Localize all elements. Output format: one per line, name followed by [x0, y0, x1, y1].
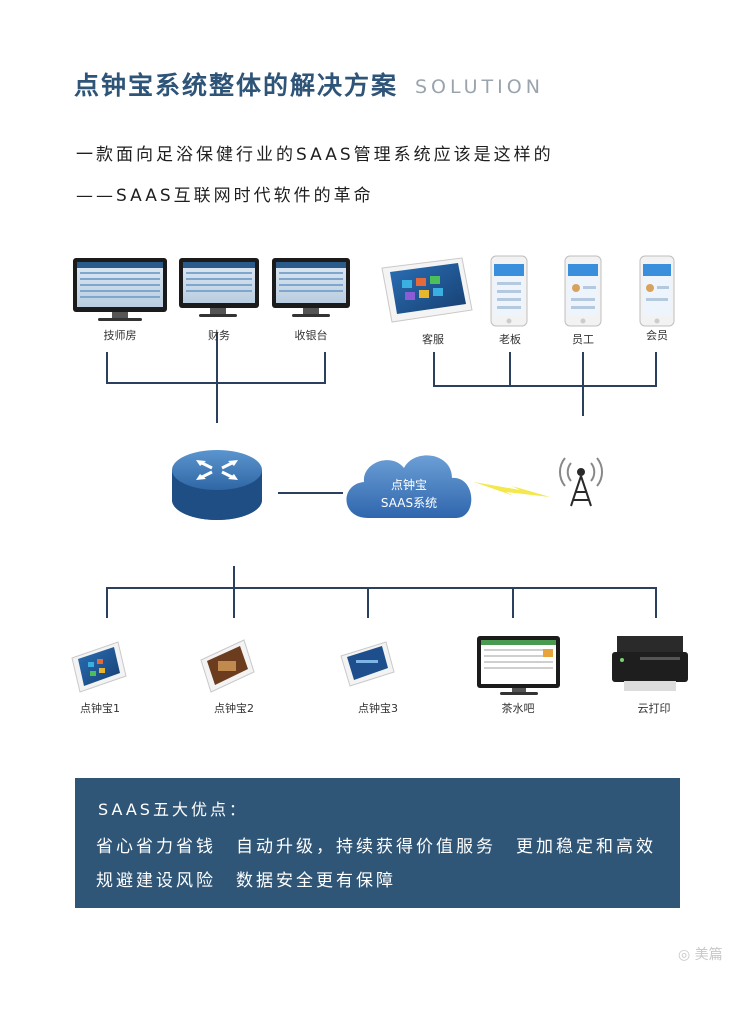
printer-icon	[612, 636, 688, 691]
tablet-icon	[382, 258, 472, 322]
wireless-signal-icon	[474, 482, 550, 497]
cloud-label-1: 点钟宝	[391, 477, 427, 492]
monitor-icon	[477, 636, 560, 695]
watermark: ◎ 美篇	[678, 944, 723, 964]
router-icon	[172, 450, 262, 520]
monitor-icon	[179, 258, 259, 317]
tablet-icon	[72, 642, 126, 692]
tablet-icon	[341, 642, 394, 686]
network-diagram: 点钟宝 SAAS系统	[0, 0, 750, 770]
advantages-line-1: 省心省力省钱 自动升级，持续获得价值服务 更加稳定和高效	[96, 832, 656, 857]
watermark-logo-icon: ◎	[678, 947, 695, 963]
antenna-tower-icon	[560, 458, 602, 506]
device-label: 点钟宝1	[55, 700, 145, 716]
device-label: 会员	[612, 327, 702, 343]
monitor-icon	[272, 258, 350, 317]
device-label: 茶水吧	[473, 700, 563, 716]
watermark-text: 美篇	[695, 947, 723, 963]
phone-icon	[491, 256, 527, 326]
tablet-icon	[201, 640, 254, 692]
device-label: 财务	[174, 327, 264, 343]
device-label: 点钟宝2	[189, 700, 279, 716]
monitor-icon	[73, 258, 167, 321]
phone-icon	[565, 256, 601, 326]
advantages-panel: SAAS五大优点： 省心省力省钱 自动升级，持续获得价值服务 更加稳定和高效 规…	[75, 778, 680, 908]
phone-icon	[640, 256, 674, 326]
cloud-label-2: SAAS系统	[381, 496, 437, 510]
advantages-heading: SAAS五大优点：	[98, 796, 248, 820]
device-label: 点钟宝3	[333, 700, 423, 716]
device-label: 收银台	[266, 327, 356, 343]
device-label: 技师房	[75, 327, 165, 343]
device-label: 云打印	[609, 700, 699, 716]
advantages-line-2: 规避建设风险 数据安全更有保障	[96, 866, 396, 891]
